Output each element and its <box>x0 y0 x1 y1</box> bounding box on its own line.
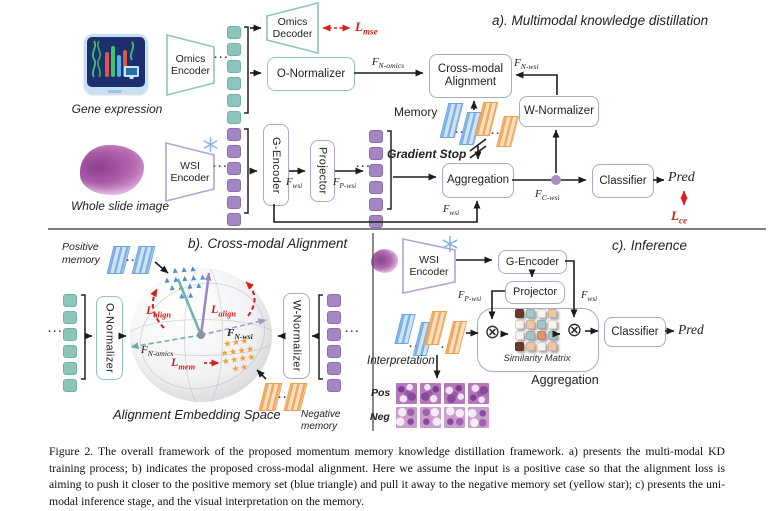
cross-modal-alignment-box: Cross-modal Alignment <box>429 54 512 98</box>
wsi-encoder-c-label: WSI Encoder <box>409 253 449 278</box>
wsi-encoder-c: WSI Encoder <box>402 238 456 294</box>
loss-align-label-left: Lalign <box>146 303 172 320</box>
pred-label: Pred <box>668 170 695 185</box>
wsi-feature-column-b <box>327 294 341 392</box>
f-n-wsi-label: FN-wsi <box>514 57 539 72</box>
gene-expression-screen <box>87 37 145 87</box>
aggregation-box: Aggregation <box>442 163 514 198</box>
memory-item-orange <box>444 321 468 354</box>
projected-patch-column <box>369 130 383 228</box>
similarity-matrix-label: Similarity Matrix <box>503 353 571 364</box>
ellipsis: ··· <box>48 326 64 338</box>
gene-expression-icon <box>84 34 148 94</box>
classifier-box: Classifier <box>592 164 654 198</box>
classifier-box-c: Classifier <box>604 317 666 347</box>
omics-feature-column <box>227 26 241 124</box>
pos-label: Pos <box>371 387 391 399</box>
gene-expression-label: Gene expression <box>71 102 163 116</box>
o-normalizer-box-b: O-Normalizer <box>96 296 123 380</box>
g-encoder-box: G-Encoder <box>263 124 289 206</box>
panel-c-title: c). Inference <box>612 238 688 253</box>
neg-patch-row <box>396 407 489 428</box>
otimes-icon: ⊗ <box>484 321 501 343</box>
whole-slide-label: Whole slide image <box>70 199 170 213</box>
omics-decoder-label: Omics Decoder <box>272 15 313 40</box>
interpretation-label: Interpretation <box>367 355 435 367</box>
projector-box: Projector <box>310 140 335 202</box>
f-wsi-label-c: Fwsi <box>581 290 598 304</box>
pred-label-c: Pred <box>678 322 704 337</box>
wsi-patch-column <box>227 128 241 226</box>
f-wsi-skip-label: Fwsi <box>443 204 460 218</box>
positive-cluster-triangles: ▲▲▲ ▲▲▲▲▲ ▲▲▲▲ ▲▲ <box>162 262 208 301</box>
positive-memory-item <box>131 246 156 274</box>
ellipsis: ··· <box>214 52 230 64</box>
snowflake-icon <box>442 236 458 252</box>
ellipsis: ··· <box>345 326 361 338</box>
histology-patch <box>396 383 417 404</box>
pos-patch-row <box>396 383 489 404</box>
o-normalizer-box: O-Normalizer <box>267 57 355 91</box>
f-wsi-label: Fwsi <box>286 177 303 191</box>
histology-patch <box>444 407 465 428</box>
memory-item-blue <box>394 314 416 344</box>
ellipsis: ··· <box>213 161 229 173</box>
memory-item-orange <box>423 311 448 345</box>
f-n-wsi-label-b: FN-wsi <box>227 327 253 342</box>
loss-mem-label: Lmem <box>171 355 196 372</box>
histology-patch <box>420 407 441 428</box>
wsi-thumbnail <box>371 249 398 273</box>
omics-decoder: Omics Decoder <box>266 2 319 54</box>
panel-b-title: b). Cross-modal Alignment <box>188 236 348 251</box>
negative-memory-item <box>283 383 308 411</box>
neg-label: Neg <box>370 411 390 423</box>
whole-slide-image <box>80 145 144 195</box>
omics-encoder-label: Omics Encoder <box>170 52 211 77</box>
otimes-icon: ⊗ <box>566 319 583 341</box>
gradient-stop-label: Gradient Stop <box>387 147 467 161</box>
ellipsis: ··· <box>278 393 294 404</box>
aggregation-label-c: Aggregation <box>531 373 599 387</box>
dna-barchart-icon <box>91 40 139 79</box>
alignment-space-label: Alignment Embedding Space <box>113 407 281 422</box>
panel-a-title: a). Multimodal knowledge distillation <box>492 13 709 28</box>
wsi-encoder: WSI Encoder <box>165 142 215 202</box>
w-normalizer-box: W-Normalizer <box>519 96 599 127</box>
memory-item-orange <box>496 116 519 147</box>
negative-memory-label: Negative memory <box>301 409 341 432</box>
histology-patch <box>468 407 489 428</box>
omics-encoder: Omics Encoder <box>166 34 215 96</box>
loss-mse-label: Lmse <box>355 19 378 37</box>
snowflake-icon <box>203 137 218 152</box>
w-normalizer-box-b: W-Normalizer <box>283 293 310 379</box>
positive-memory-label: Positive memory <box>62 241 100 266</box>
histology-patch <box>420 383 441 404</box>
ellipsis: ··· <box>356 161 372 173</box>
ellipsis: ··· <box>126 256 142 267</box>
negative-cluster-stars: ★★★ ★★★★ ★★★★ ★★ <box>219 335 257 374</box>
f-c-wsi-label: FC-wsi <box>535 188 560 203</box>
histology-patch <box>468 383 489 404</box>
omics-feature-column-b <box>63 294 77 392</box>
memory-label: Memory <box>394 105 438 119</box>
figure-caption: Figure 2. The overall framework of the p… <box>49 445 725 508</box>
f-p-wsi-label: FP-wsi <box>333 177 357 191</box>
g-encoder-box-c: G-Encoder <box>498 250 567 274</box>
f-n-omics-label-b: FN-omics <box>141 344 174 359</box>
similarity-matrix <box>515 309 557 351</box>
histology-patch <box>444 383 465 404</box>
f-n-omics-label: FN-omics <box>371 56 405 71</box>
loss-ce-label: Lce <box>671 208 688 226</box>
projector-box-c: Projector <box>505 281 565 304</box>
tablet-button <box>108 89 122 93</box>
wsi-encoder-label: WSI Encoder <box>170 159 210 184</box>
ellipsis: ··· <box>491 129 507 140</box>
histology-patch <box>396 407 417 428</box>
loss-align-label-right: Lalign <box>211 302 237 319</box>
f-p-wsi-label-c: FP-wsi <box>458 290 482 304</box>
